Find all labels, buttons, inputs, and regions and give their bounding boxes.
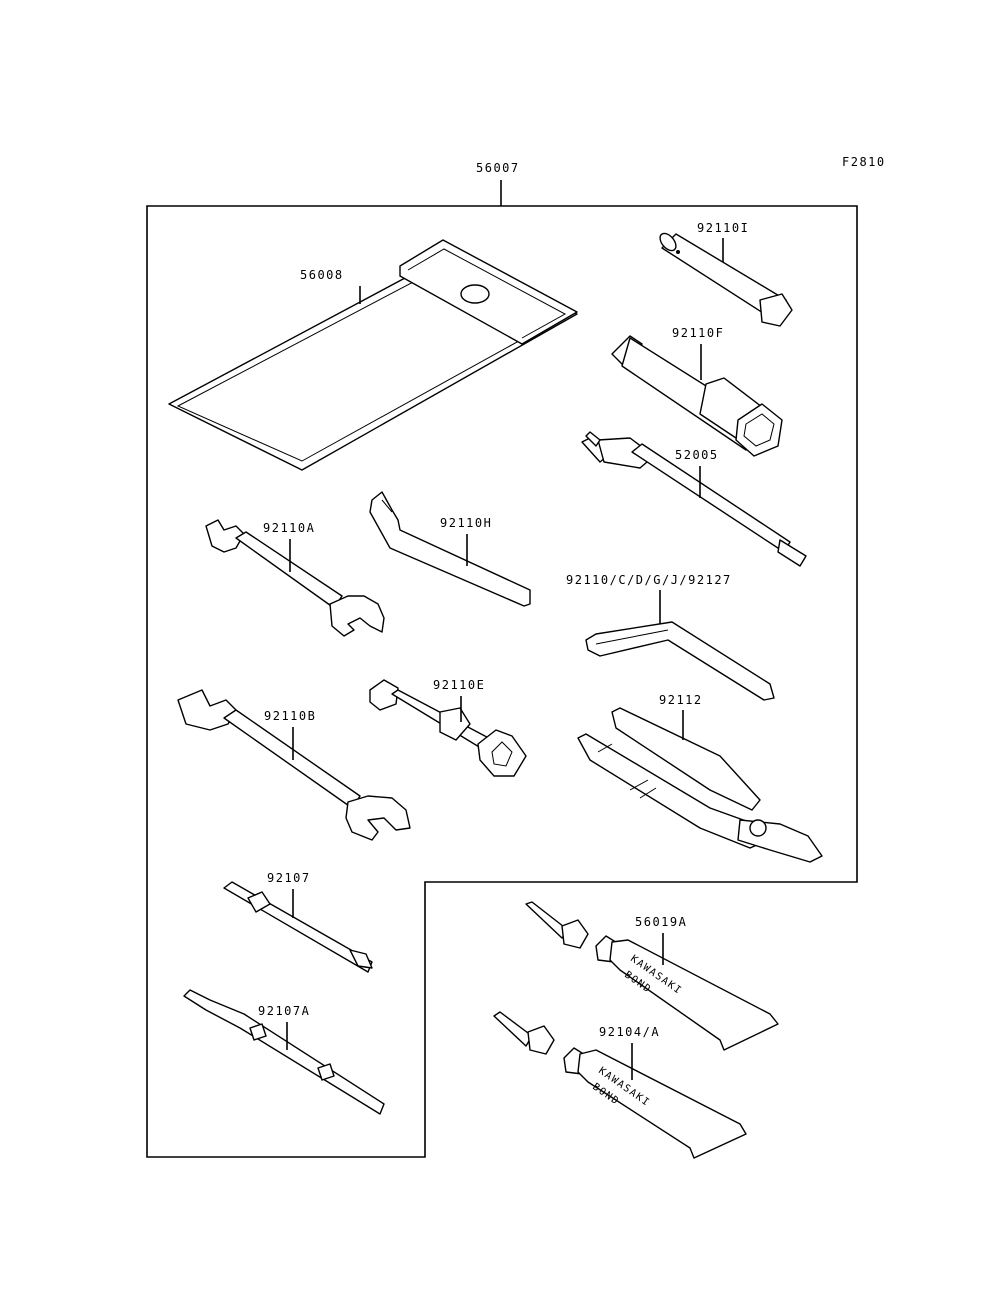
part-label-92110H: 92110H <box>440 516 492 530</box>
part-label-92110A: 92110A <box>263 521 315 535</box>
hook-wrench-92110H <box>369 491 531 607</box>
part-label-92107: 92107 <box>267 871 311 885</box>
tool-bag-56008 <box>168 239 578 471</box>
part-label-92110B: 92110B <box>264 709 316 723</box>
kit-number-label: 56007 <box>476 161 520 175</box>
open-end-wrench-92110A <box>205 519 385 637</box>
socket-wrench-92110F <box>611 335 783 457</box>
kit-frame <box>146 205 858 1158</box>
open-end-wrench-92110B <box>177 689 411 841</box>
part-label-92110CDGJ: 92110/C/D/G/J/92127 <box>566 573 732 587</box>
bond-tube-56019A: KAWASAKI BOND <box>525 901 779 1051</box>
box-wrench-92110I <box>659 232 793 327</box>
part-label-56019A: 56019A <box>635 915 687 929</box>
tool-52005 <box>581 431 807 567</box>
part-label-92110E: 92110E <box>433 678 485 692</box>
part-label-56008: 56008 <box>300 268 344 282</box>
pliers-92112 <box>577 707 823 863</box>
part-label-92110F: 92110F <box>672 326 724 340</box>
screwdriver-92107 <box>223 881 373 973</box>
figure-code: F2810 <box>842 155 886 169</box>
hex-key-92110CDGJ <box>585 621 775 701</box>
socket-tool-92110E <box>369 679 527 777</box>
part-label-92104A: 92104/A <box>599 1025 660 1039</box>
part-label-92107A: 92107A <box>258 1004 310 1018</box>
part-label-92110I: 92110I <box>697 221 749 235</box>
part-label-92112: 92112 <box>659 693 703 707</box>
screwdriver-92107A <box>183 989 385 1115</box>
part-label-52005: 52005 <box>675 448 719 462</box>
